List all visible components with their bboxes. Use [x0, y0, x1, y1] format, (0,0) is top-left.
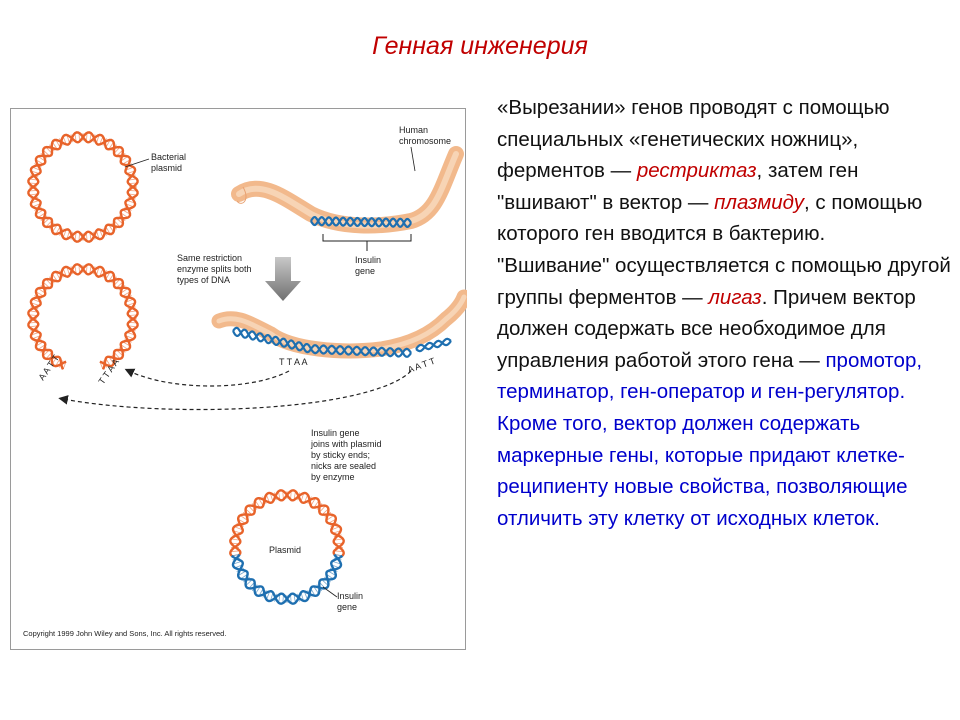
label-same-restriction-1: Same restriction — [177, 253, 242, 263]
label-bacterial-plasmid-2: plasmid — [151, 163, 182, 173]
figure-diagram: Bacterial plasmid Human chromosome Same … — [23, 125, 467, 638]
insulin-gene-segment — [310, 215, 412, 229]
p1-text-c: , с помощью которого ген вводится в бакт… — [497, 190, 923, 246]
dashed-arrow-right-end — [58, 370, 412, 411]
term-plasmid: плазмиду — [714, 190, 805, 214]
label-joins-5: by enzyme — [311, 472, 355, 482]
p1-text-b: , затем ген "вшивают" в вектор — — [497, 159, 859, 214]
label-sticky-right-1: T T A A — [279, 357, 308, 367]
label-human-chromosome-2: chromosome — [399, 136, 451, 146]
p2-blue-text: промотор, терминатор, ген-оператор и ген… — [497, 348, 923, 530]
label-insulin-gene-b2: gene — [337, 602, 357, 612]
label-insulin-gene-1: Insulin — [355, 255, 381, 265]
label-human-chromosome-1: Human — [399, 125, 428, 135]
label-same-restriction-2: enzyme splits both — [177, 264, 252, 274]
label-insulin-gene-b1: Insulin — [337, 591, 363, 601]
term-ligase: лигаз — [708, 285, 762, 309]
dashed-arrow-left-end — [124, 368, 290, 387]
p2-text-a: "Вшивание" осуществляется с помощью друг… — [497, 253, 951, 309]
label-plasmid: Plasmid — [269, 545, 301, 555]
label-same-restriction-3: types of DNA — [177, 275, 230, 285]
cut-plasmid-ring — [27, 263, 139, 370]
slide-title: Генная инженерия — [372, 32, 588, 60]
label-joins-3: by sticky ends; — [311, 450, 370, 460]
paragraph-2: "Вшивание" осуществляется с помощью друг… — [497, 250, 952, 534]
insulin-gene-fragment — [232, 326, 452, 358]
label-insulin-gene-2: gene — [355, 266, 375, 276]
label-copyright: Copyright 1999 John Wiley and Sons, Inc.… — [23, 629, 226, 638]
label-sticky-left-1: A A T T — [36, 353, 61, 383]
recombinant-plasmid-ring — [229, 489, 345, 605]
label-sticky-right-2: A A T T — [406, 356, 437, 375]
paragraph-1: «Вырезании» генов проводят с помощью спе… — [497, 92, 952, 250]
slide-body-text: «Вырезании» генов проводят с помощью спе… — [497, 92, 952, 534]
label-joins-2: joins with plasmid — [310, 439, 382, 449]
term-restrictase: рестриктаз — [636, 159, 757, 183]
p1-text-a: «Вырезании» генов проводят с помощью спе… — [497, 96, 890, 183]
gene-bracket — [322, 234, 412, 242]
label-bacterial-plasmid-1: Bacterial — [151, 152, 186, 162]
down-arrow-icon — [265, 257, 301, 301]
human-chromosome — [231, 146, 464, 234]
genetic-engineering-figure: Bacterial plasmid Human chromosome Same … — [10, 108, 467, 650]
label-joins-1: Insulin gene — [311, 428, 360, 438]
bacterial-plasmid-ring — [27, 131, 139, 243]
p2-text-b: . Причем вектор должен содержать все нео… — [497, 285, 916, 372]
label-joins-4: nicks are sealed — [311, 461, 376, 471]
